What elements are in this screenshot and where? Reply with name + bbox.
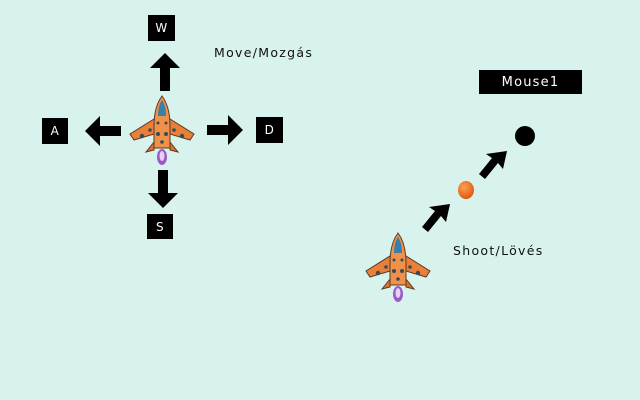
spaceship-icon [129, 95, 195, 165]
bullet-icon [458, 181, 474, 199]
key-a: A [42, 118, 68, 144]
arrow-left-icon [85, 116, 121, 146]
spaceship-icon [365, 232, 431, 302]
key-w: W [148, 15, 175, 41]
arrow-diagonal-icon [422, 204, 450, 232]
shoot-label: Shoot/Lövés [453, 243, 544, 258]
arrow-down-icon [148, 170, 178, 208]
key-d: D [256, 117, 283, 143]
crosshair-target-icon [515, 126, 535, 146]
arrow-diagonal-icon [479, 151, 507, 179]
arrow-up-icon [150, 53, 180, 91]
arrow-right-icon [207, 115, 243, 145]
key-s: S [147, 214, 173, 239]
move-label: Move/Mozgás [214, 45, 314, 60]
key-mouse1: Mouse1 [479, 70, 582, 94]
